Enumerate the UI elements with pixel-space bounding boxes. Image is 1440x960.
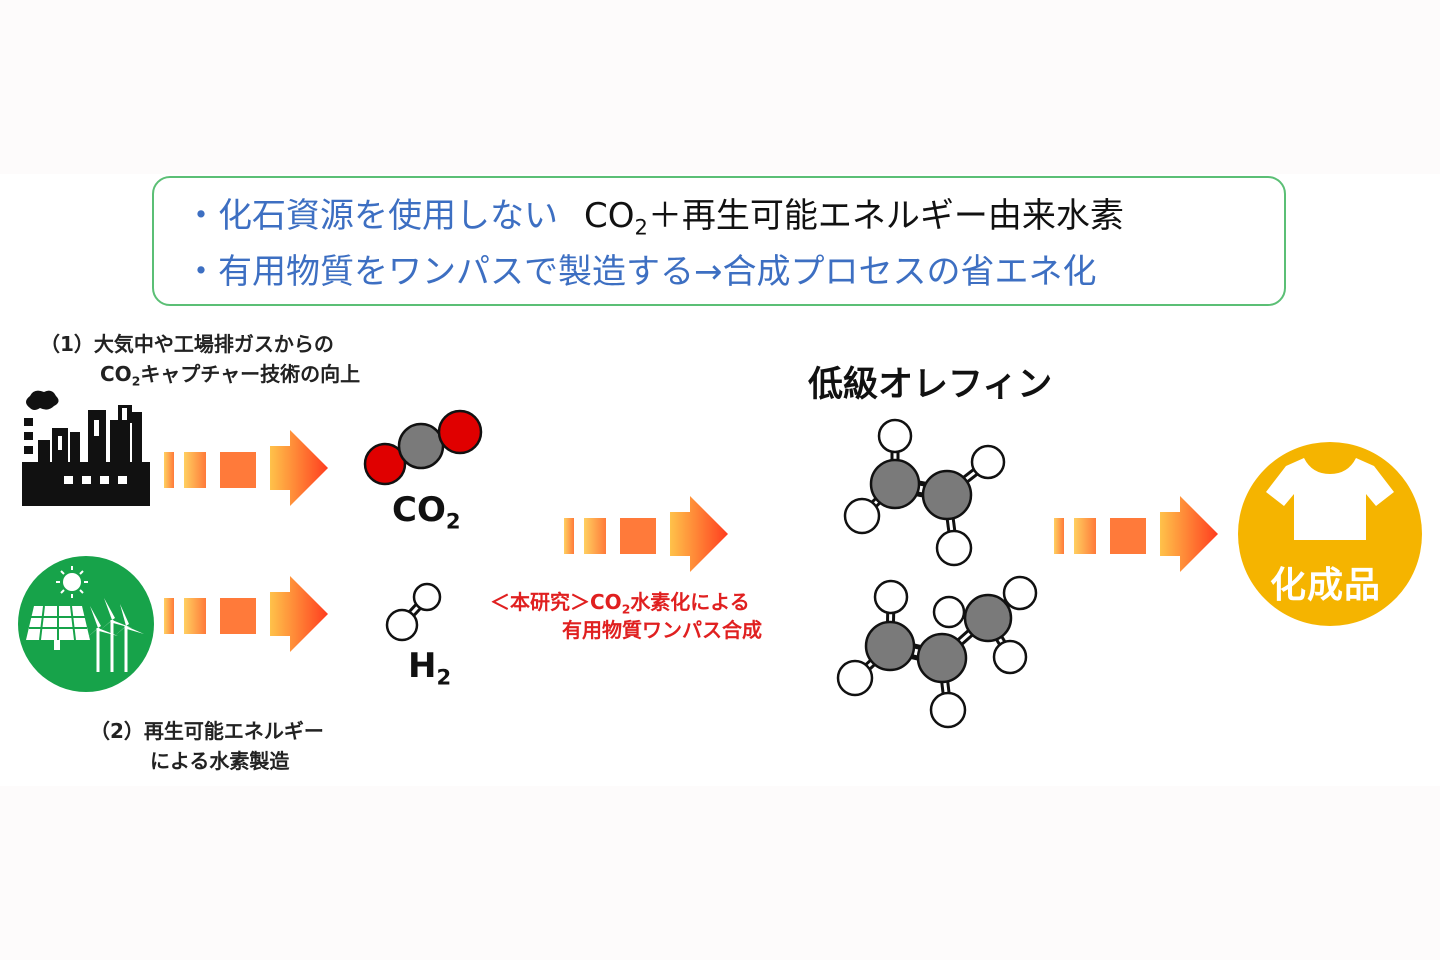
co2-molecule-icon: [363, 409, 483, 486]
propylene-molecule-icon: [836, 575, 1038, 729]
tshirt-icon: [1238, 442, 1422, 626]
arrow-synthesis: [564, 496, 728, 572]
factory-icon: [22, 390, 150, 506]
co2-formula: CO2: [392, 490, 461, 534]
hydrogen-caption: （2）再生可能エネルギー による水素製造: [90, 719, 324, 773]
arrow-to-product: [1054, 496, 1218, 572]
summary-bullet-2: ・有用物質をワンパスで製造する→合成プロセスの省エネ化: [184, 252, 1097, 292]
arrow-capture-to-co2: [164, 430, 328, 506]
research-label: ＜本研究＞CO2水素化による 有用物質ワンパス合成: [490, 590, 762, 642]
h2-molecule-icon: [385, 582, 442, 642]
ethylene-molecule-icon: [843, 418, 1006, 567]
capture-caption: （1）大気中や工場排ガスからの CO2キャプチャー技術の向上: [40, 332, 361, 389]
olefin-title: 低級オレフィン: [808, 365, 1053, 405]
h2-formula: H2: [408, 646, 452, 690]
product-label: 化成品: [1270, 565, 1382, 606]
renewable-energy-icon: [18, 556, 154, 692]
arrow-hydrogen-to-h2: [164, 576, 328, 652]
